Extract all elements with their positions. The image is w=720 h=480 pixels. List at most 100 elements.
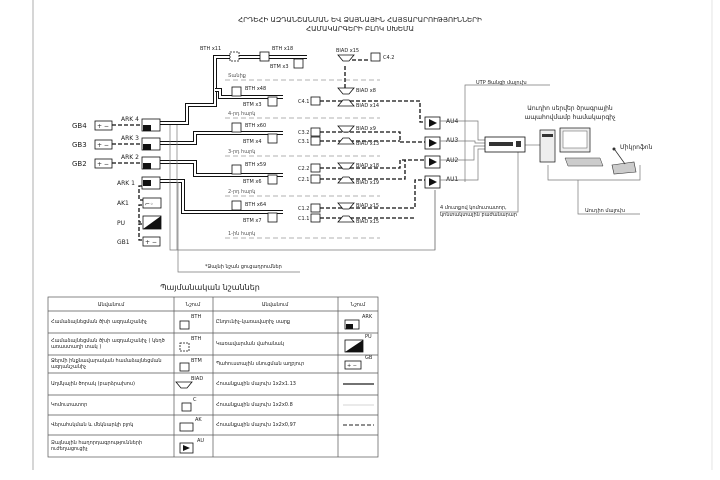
- svg-text:+ −: + −: [97, 142, 109, 149]
- microphone-label: Միկրոֆոն: [620, 144, 653, 151]
- label: BIAD x15: [356, 219, 379, 225]
- svg-text:+ −: + −: [97, 123, 109, 130]
- label: BIAD: [191, 376, 203, 382]
- label: BTH x48: [245, 86, 266, 92]
- label: C2.2: [298, 166, 309, 172]
- legend-row: Ջերմի ինքնավարական համաձայնեցման ազդանշա…: [51, 358, 162, 370]
- label: AU4: [446, 118, 458, 125]
- label: BIAD x8: [356, 88, 376, 94]
- floor-label-4: 4-րդ հարկ: [228, 111, 255, 117]
- label: PU: [365, 334, 372, 340]
- floor-label-3: 3-րդ հարկ: [228, 149, 255, 155]
- speaker-icon: [175, 381, 193, 389]
- commutator-icon: [181, 402, 192, 412]
- switch-label-2: կոնտակտային բաժանարար: [440, 212, 517, 218]
- label: C1.2: [298, 206, 309, 212]
- fire-cables: [160, 55, 307, 214]
- amplifiers: AU4 AU3 AU2 AU1: [424, 84, 641, 250]
- label: BTH x18: [272, 46, 293, 52]
- label: GB: [365, 355, 373, 361]
- label: BTH: [191, 314, 201, 320]
- pu-panel-icon: [142, 215, 162, 230]
- label: BTM x3: [243, 102, 262, 108]
- label: BTM x7: [243, 218, 262, 224]
- microphone-icon: [611, 147, 637, 175]
- ark-control-icon: [141, 118, 161, 190]
- signal-lines: *Ձայնի նշան ցուցադրումներ: [169, 125, 436, 273]
- label: C: [193, 397, 197, 403]
- label: AK: [195, 417, 202, 423]
- ak1-label: AK1: [117, 200, 129, 207]
- legend-row: Համաձայնեցման ծխի ազդանշանիչ: [51, 319, 147, 325]
- label: BTH x64: [245, 202, 266, 208]
- server-label-1: Աուդիո սերվեր ծրագրային: [527, 105, 613, 112]
- label: AU3: [446, 137, 458, 144]
- computer-icon: [539, 127, 604, 167]
- ark-control-icon: [344, 319, 360, 330]
- smoke-detector-icon: [179, 320, 190, 330]
- label: AU2: [446, 157, 458, 164]
- legend-row: Կոմուտատոր: [51, 402, 88, 408]
- label: BIAD x15: [356, 203, 379, 209]
- amplifier-icon: [424, 116, 441, 189]
- pu-panel-icon: [344, 339, 364, 353]
- label: BIAD x9: [356, 126, 376, 132]
- label: C4.2: [383, 55, 394, 61]
- diagram-title-line2: ՀԱՄԱԿԱՐԳԵՐԻ ԲԼՈԿ ՍԽԵՄԱ: [306, 25, 414, 33]
- svg-text:⌐◦: ⌐◦: [145, 201, 154, 208]
- heat-detector-icon: [179, 362, 190, 372]
- ark4-label: ARK 4: [121, 116, 139, 123]
- heat-detector-icon: [267, 58, 304, 223]
- smoke-detector-ceiling-icon: [179, 342, 190, 352]
- label: ARK: [362, 314, 373, 320]
- battery-icon: + −: [344, 360, 362, 370]
- floor-label-1: 1-ին հարկ: [228, 231, 255, 237]
- label: BIAD x13: [356, 141, 379, 147]
- legend-row: Ձայնային հաղորդագրությունների ուժեղացուց…: [51, 440, 143, 452]
- legend-row: Հոսանքային մալուխ 1x2x0,97: [216, 422, 296, 428]
- svg-text:+ −: + −: [97, 161, 109, 168]
- label: BTM x4: [243, 139, 262, 145]
- left-panel: GB4 GB3 GB2 + − + − + − + − ARK 4 ARK 3 …: [72, 116, 162, 247]
- gb1-label: GB1: [117, 239, 130, 246]
- floor-zones: Տանիք 4-րդ հարկ 3-րդ հարկ 2-րդ հարկ 1-ին…: [225, 73, 380, 239]
- ark2-label: ARK 2: [121, 154, 139, 161]
- legend-row: Աղմկային ծորակ (բարձրախոս): [51, 381, 136, 387]
- label: BTH x11: [200, 46, 221, 52]
- legend-row: Հոսանքային մալուխ 1x2x0.8: [216, 402, 293, 408]
- legend-row: Կառավարման վահանակ: [216, 341, 284, 347]
- gb3-label: GB3: [72, 141, 87, 149]
- switch-device: [484, 136, 526, 153]
- ark3-label: ARK 3: [121, 135, 139, 142]
- label: AU1: [446, 176, 458, 183]
- label: BIAD x18: [356, 163, 379, 169]
- audio-cable-label: Աուդիո մալուխ: [585, 208, 625, 214]
- label: BTM x6: [243, 179, 262, 185]
- legend-row: Պահուստային սնուցման աղբյուր: [216, 361, 305, 367]
- floor-label-roof: Տանիք: [228, 73, 246, 79]
- label: C2.1: [298, 177, 309, 183]
- label: BTH x60: [245, 123, 266, 129]
- label: BIAD x14: [356, 103, 379, 109]
- label: C1.1: [298, 216, 309, 222]
- smoke-detector-icon: [229, 51, 270, 211]
- commutator-icon: [310, 52, 381, 223]
- legend-header: Անվանում: [98, 302, 126, 308]
- legend-row: Համաձայնեցման ծխի ազդանշանիչ ( կեղծ առաս…: [51, 338, 165, 350]
- diagram-title-line1: ՀՐԴԵՀԻ ԱԶԴԱՆՇԱՆՄԱՆ ԵՎ ՁԱՅՆԱՅԻՆ ՀԱՅՏԱՐԱՐՈ…: [238, 16, 482, 24]
- legend: Պայմանական նշաններ Անվանում Նշում Անվանո…: [47, 283, 379, 458]
- server-label-2: ապահովմամբ համակարգիչ: [524, 114, 616, 121]
- label: BIAD x19: [356, 180, 379, 186]
- legend-header: Նշում: [351, 302, 366, 308]
- label: C3.1: [298, 139, 309, 145]
- ark1-label: ARK 1: [117, 180, 135, 187]
- label: BTM: [191, 358, 202, 364]
- legend-header: Անվանում: [262, 302, 290, 308]
- ak-switch-icon: [142, 197, 162, 209]
- legend-row: Վերահսկման և մեկնարկի բլոկ: [51, 422, 134, 428]
- label: C4.1: [298, 99, 309, 105]
- legend-row: Հոսանքային մալուխ 1x2x1.13: [216, 381, 296, 387]
- label: BTM x3: [270, 64, 289, 70]
- label: C3.2: [298, 130, 309, 136]
